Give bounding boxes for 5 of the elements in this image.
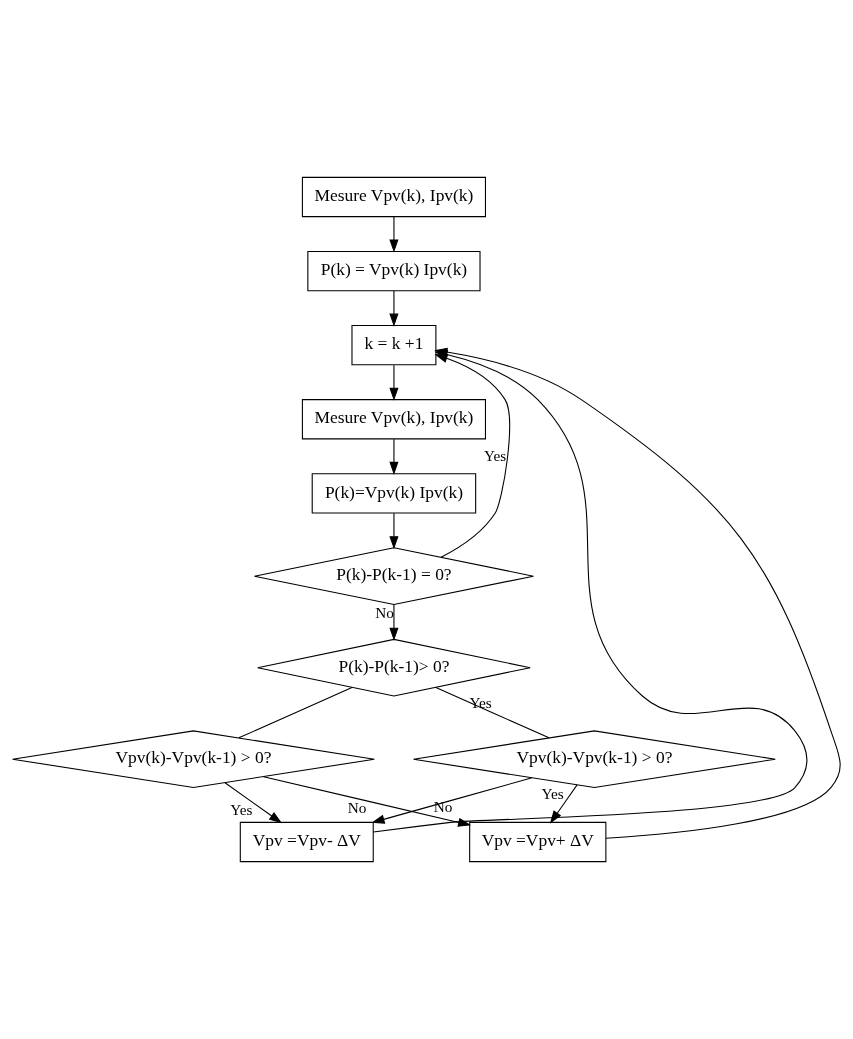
edge-label: Yes — [483, 447, 507, 465]
edge-label: Yes — [230, 800, 253, 818]
edge-label: Yes — [469, 694, 492, 712]
edge-label: No — [433, 798, 453, 816]
edge-label: No — [347, 799, 367, 816]
